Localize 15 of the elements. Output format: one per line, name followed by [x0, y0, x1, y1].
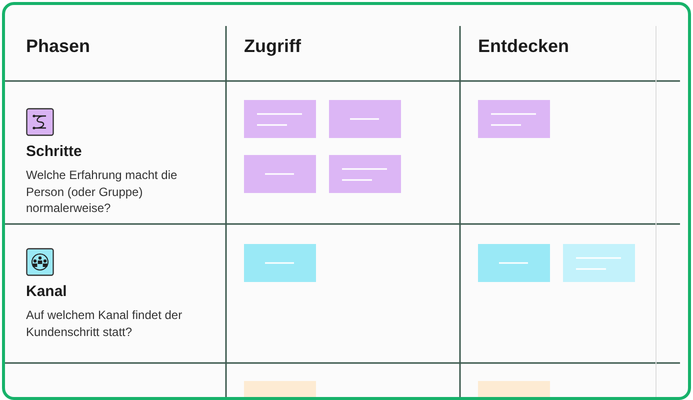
column-header: Zugriff	[244, 36, 301, 57]
sticky-note	[244, 155, 316, 193]
sticky-note	[329, 155, 401, 193]
row-title: Schritte	[26, 143, 82, 160]
row-description: Auf welchem Kanal findet der Kundenschritt statt?	[26, 307, 184, 340]
row-description: Welche Erfahrung macht die Person (oder Gruppe) normalerweise?	[26, 167, 178, 216]
column-header: Phasen	[26, 36, 90, 57]
column-header: Entdecken	[478, 36, 570, 57]
sticky-note	[478, 244, 550, 282]
row-title: Kanal	[26, 283, 67, 300]
sticky-note	[329, 100, 401, 138]
sticky-note	[244, 100, 316, 138]
sticky-note	[563, 244, 635, 282]
sticky-note	[244, 244, 316, 282]
sticky-note	[478, 100, 550, 138]
